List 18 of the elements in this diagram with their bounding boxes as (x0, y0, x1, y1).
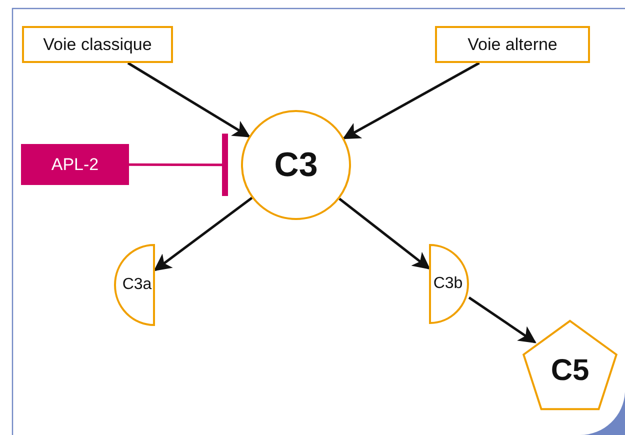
inhibitor-box (21, 144, 129, 185)
node-label: C3a (122, 276, 152, 294)
arrow (342, 62, 480, 140)
protein-pentagon (521, 320, 619, 412)
arrow (127, 62, 250, 138)
protein-circle (241, 110, 351, 220)
node-label: C3b (433, 275, 463, 293)
pathway-box (22, 26, 173, 63)
inhibition-line (129, 134, 228, 196)
node-label: Voie classique (43, 34, 152, 54)
node-label: C3 (274, 146, 318, 184)
node-label: C5 (550, 354, 590, 388)
arrow (468, 296, 536, 344)
node-label: Voie alterne (468, 34, 558, 54)
arrow (154, 196, 253, 272)
pathway-box (435, 26, 590, 63)
arrow (338, 198, 430, 270)
node-label: APL-2 (51, 154, 99, 174)
